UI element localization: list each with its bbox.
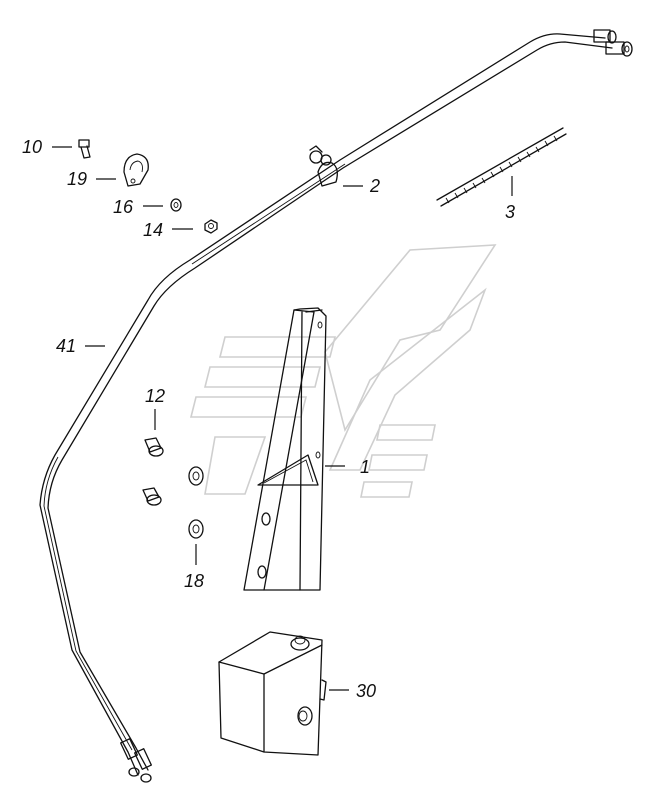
leader-lines bbox=[52, 146, 513, 691]
fitting-upper bbox=[144, 437, 164, 457]
callout-16: 16 bbox=[113, 197, 134, 217]
clip bbox=[123, 153, 149, 187]
callout-labels: 10 19 16 14 2 3 41 12 1 18 30 bbox=[22, 137, 515, 701]
washer-small bbox=[170, 198, 182, 212]
callout-19: 19 bbox=[67, 169, 87, 189]
fitting-lower bbox=[142, 487, 162, 506]
watermark-logo bbox=[189, 244, 497, 498]
pipe-fitting-upper bbox=[593, 29, 633, 57]
pipe-fitting-lower bbox=[120, 738, 152, 783]
callout-10: 10 bbox=[22, 137, 42, 157]
bolt bbox=[78, 139, 91, 159]
pipe-assembly bbox=[39, 29, 633, 783]
spiral-protector bbox=[436, 127, 567, 207]
nut bbox=[204, 219, 218, 234]
callout-18: 18 bbox=[184, 571, 204, 591]
callout-14: 14 bbox=[143, 220, 163, 240]
reservoir-box bbox=[218, 631, 327, 756]
washer-lower bbox=[188, 519, 204, 539]
callout-41: 41 bbox=[56, 336, 76, 356]
callout-30: 30 bbox=[356, 681, 376, 701]
bracket bbox=[243, 307, 327, 591]
callout-2: 2 bbox=[369, 176, 380, 196]
callout-3: 3 bbox=[505, 202, 515, 222]
callout-1: 1 bbox=[360, 457, 370, 477]
pipe-clamp bbox=[309, 145, 338, 187]
callout-12: 12 bbox=[145, 386, 165, 406]
washer-upper bbox=[188, 466, 204, 486]
